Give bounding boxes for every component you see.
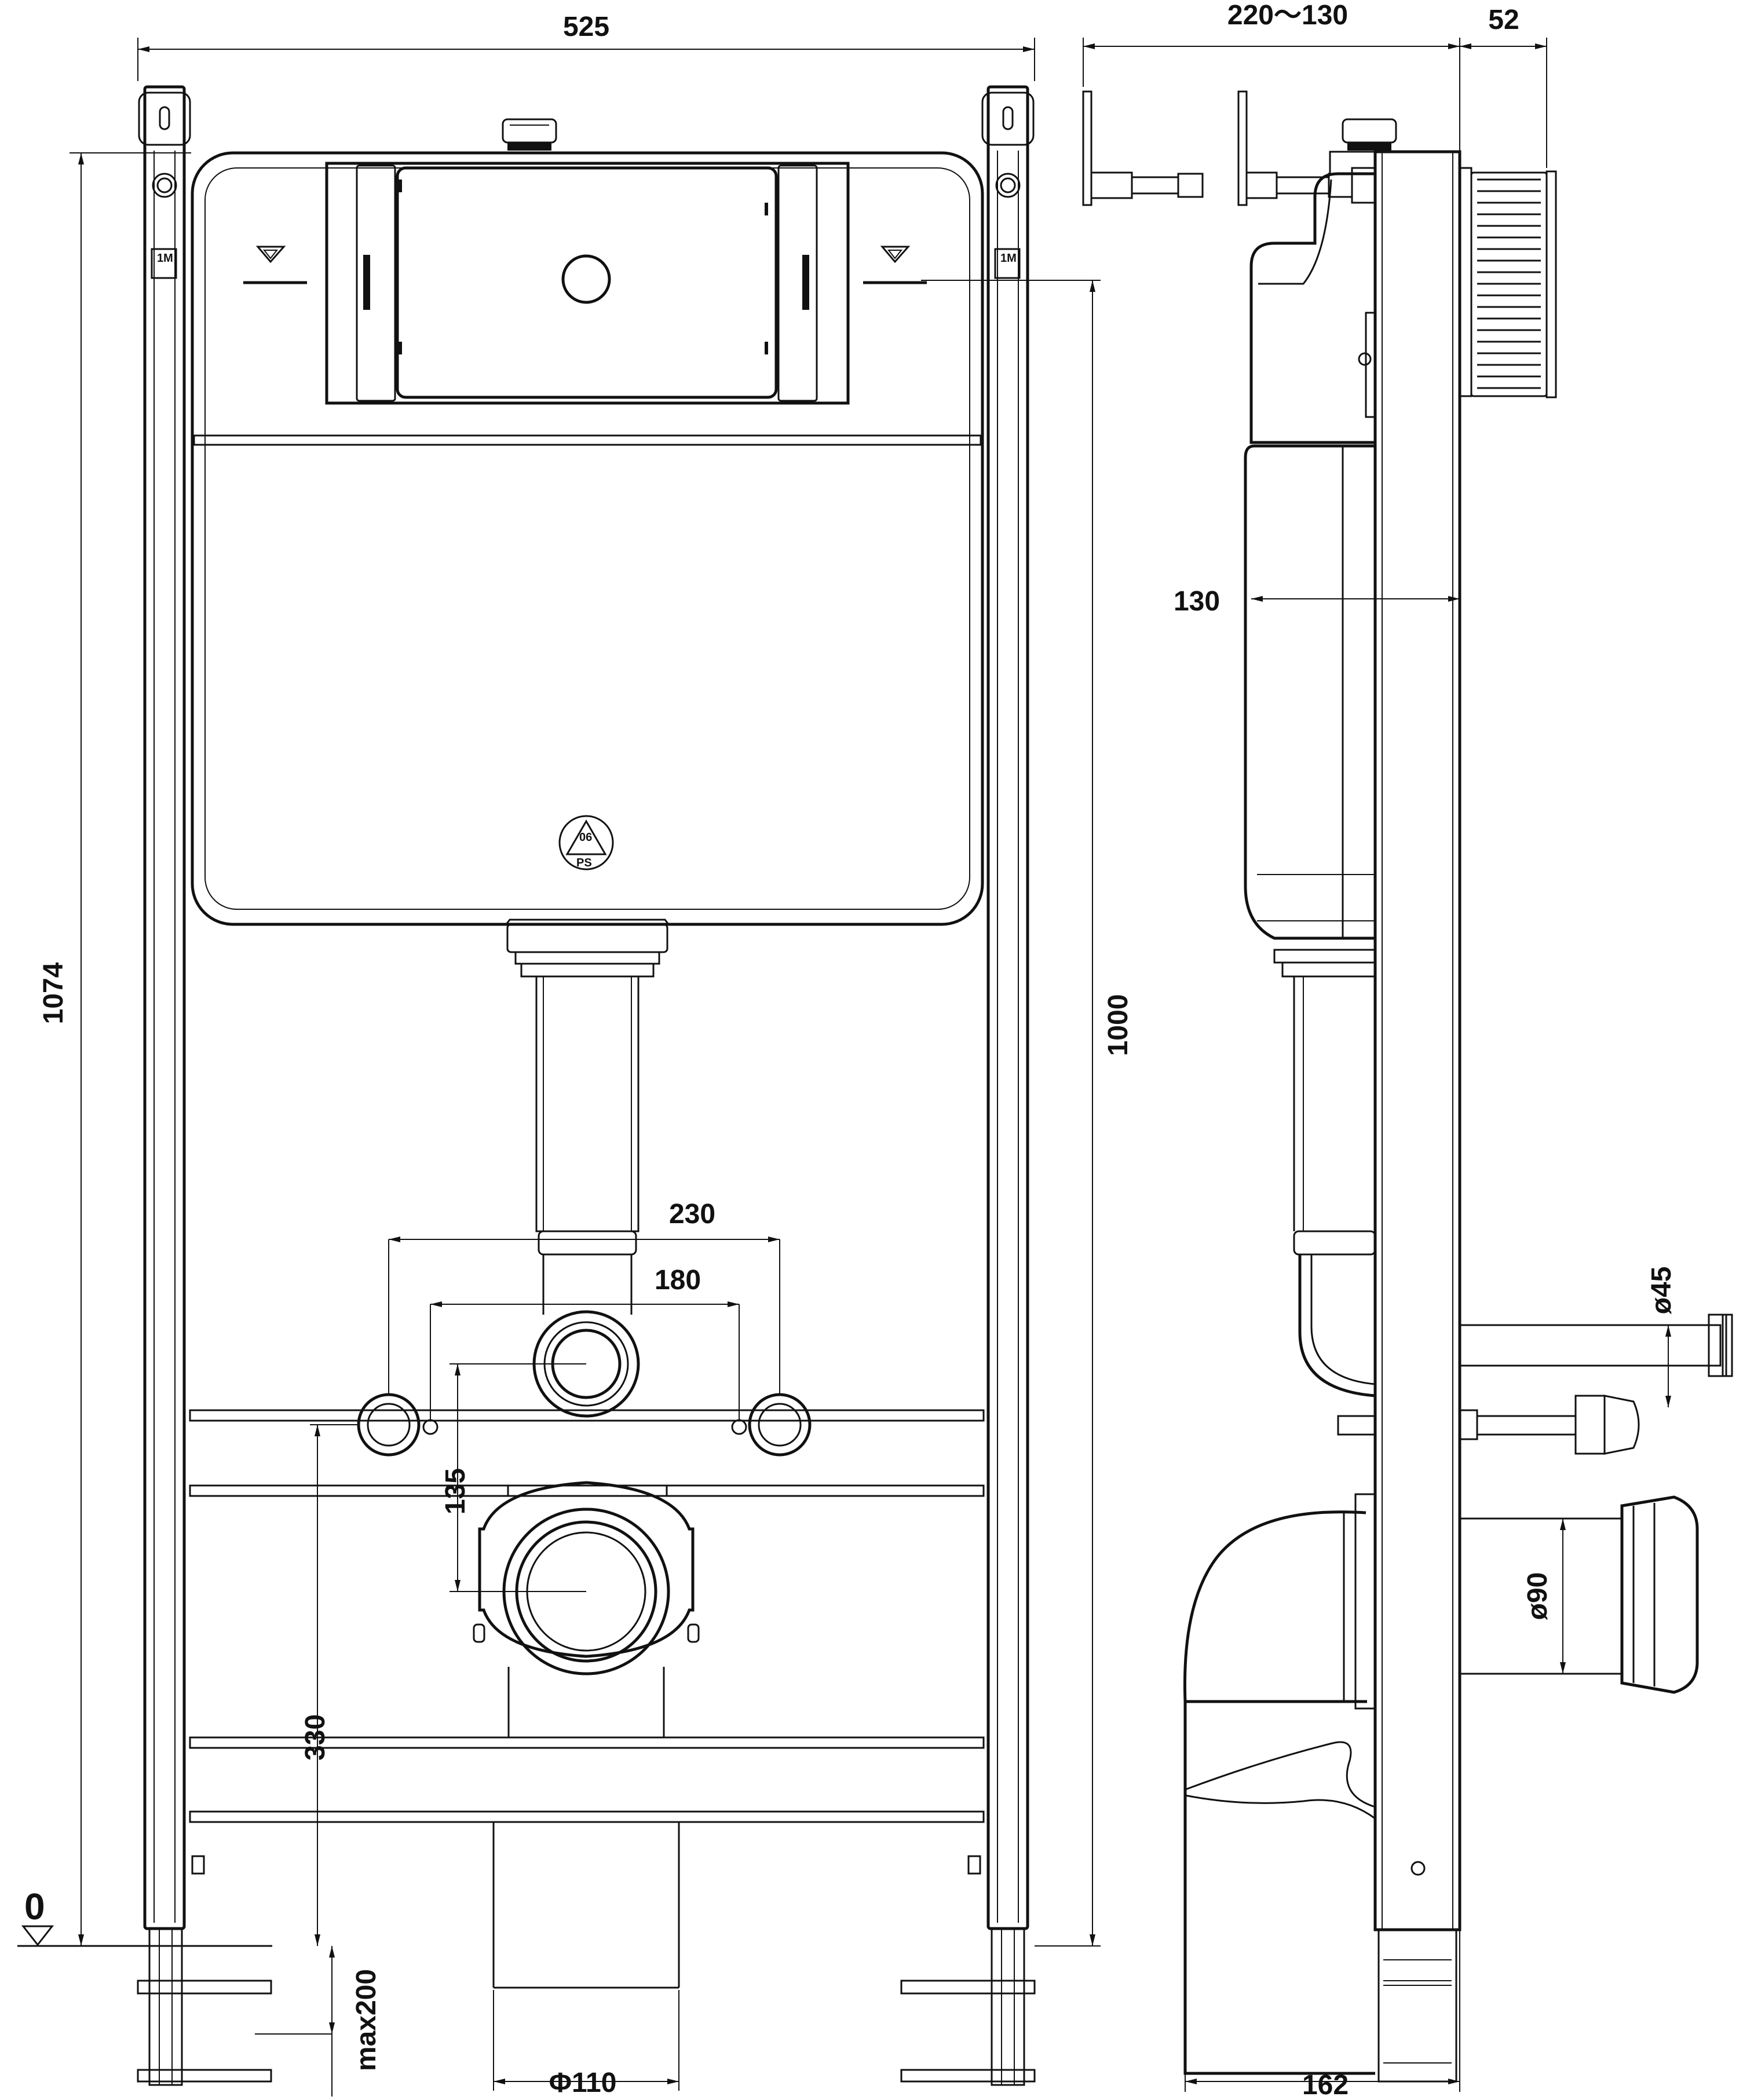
service-opening bbox=[325, 162, 850, 405]
wall-bracket-far bbox=[1082, 90, 1204, 206]
mounting-bolt-right bbox=[731, 1393, 812, 1457]
side-button-housing bbox=[1459, 167, 1557, 398]
side-view: 220～130 52 130 ø45 ø90 162 bbox=[1082, 0, 1733, 2100]
dim-drain-diameter: Φ110 bbox=[549, 2068, 617, 2098]
water-level-marker-right bbox=[863, 246, 927, 284]
drain-pipe bbox=[492, 1822, 680, 1989]
dim-cistern-depth: 130 bbox=[1174, 586, 1220, 617]
floor-level-label: 0 bbox=[24, 1886, 45, 1927]
recycle-material: PS bbox=[576, 857, 592, 869]
front-view: 1M 1M bbox=[17, 12, 1134, 2098]
dimension-lines-side bbox=[1083, 38, 1671, 2092]
floor-level-marker bbox=[17, 1925, 332, 2035]
side-cistern-body bbox=[1244, 172, 1376, 940]
dim-leg-extension: max200 bbox=[351, 1969, 382, 2071]
dim-outlet-height: 330 bbox=[300, 1714, 331, 1761]
dim-total-depth: 162 bbox=[1302, 2070, 1349, 2100]
dim-outlet-diameter: ø90 bbox=[1522, 1572, 1553, 1620]
right-frame-post bbox=[900, 85, 1036, 2086]
dim-bolt-spacing-outer: 230 bbox=[669, 1199, 715, 1230]
side-frame-post bbox=[1373, 150, 1461, 2083]
mounting-bolt-left bbox=[357, 1393, 438, 1457]
dim-bolt-spacing-inner: 180 bbox=[655, 1265, 701, 1296]
left-frame-post bbox=[137, 85, 272, 2086]
side-wc-outlet bbox=[1183, 1493, 1699, 2075]
recycle-symbol bbox=[558, 815, 614, 870]
side-inlet-valve-top bbox=[1329, 118, 1397, 175]
wall-bracket-near bbox=[1237, 90, 1376, 206]
dim-inlet-diameter: ø45 bbox=[1646, 1267, 1677, 1315]
inlet-valve-top bbox=[502, 118, 557, 151]
wc-outlet bbox=[473, 1481, 700, 1737]
dim-bolt-to-outlet: 135 bbox=[440, 1468, 471, 1514]
frame-crossbars bbox=[189, 1409, 985, 1823]
bracket-marker-left: 1M bbox=[157, 252, 173, 265]
recycle-code: 06 bbox=[579, 831, 592, 844]
water-level-marker-left bbox=[243, 246, 307, 284]
side-water-inlet bbox=[1337, 1314, 1733, 1455]
dim-flush-height: 1000 bbox=[1103, 994, 1134, 1056]
dim-wall-distance: 220～130 bbox=[1227, 0, 1348, 31]
dim-frame-height: 1074 bbox=[38, 962, 69, 1024]
side-flush-pipe bbox=[1273, 949, 1376, 1397]
bracket-marker-right: 1M bbox=[1000, 252, 1017, 265]
flush-pipe bbox=[505, 919, 670, 1418]
dim-button-depth: 52 bbox=[1488, 5, 1519, 35]
cistern-body bbox=[191, 151, 984, 926]
dimension-lines-front bbox=[70, 38, 1101, 2097]
dim-overall-width: 525 bbox=[563, 12, 609, 42]
